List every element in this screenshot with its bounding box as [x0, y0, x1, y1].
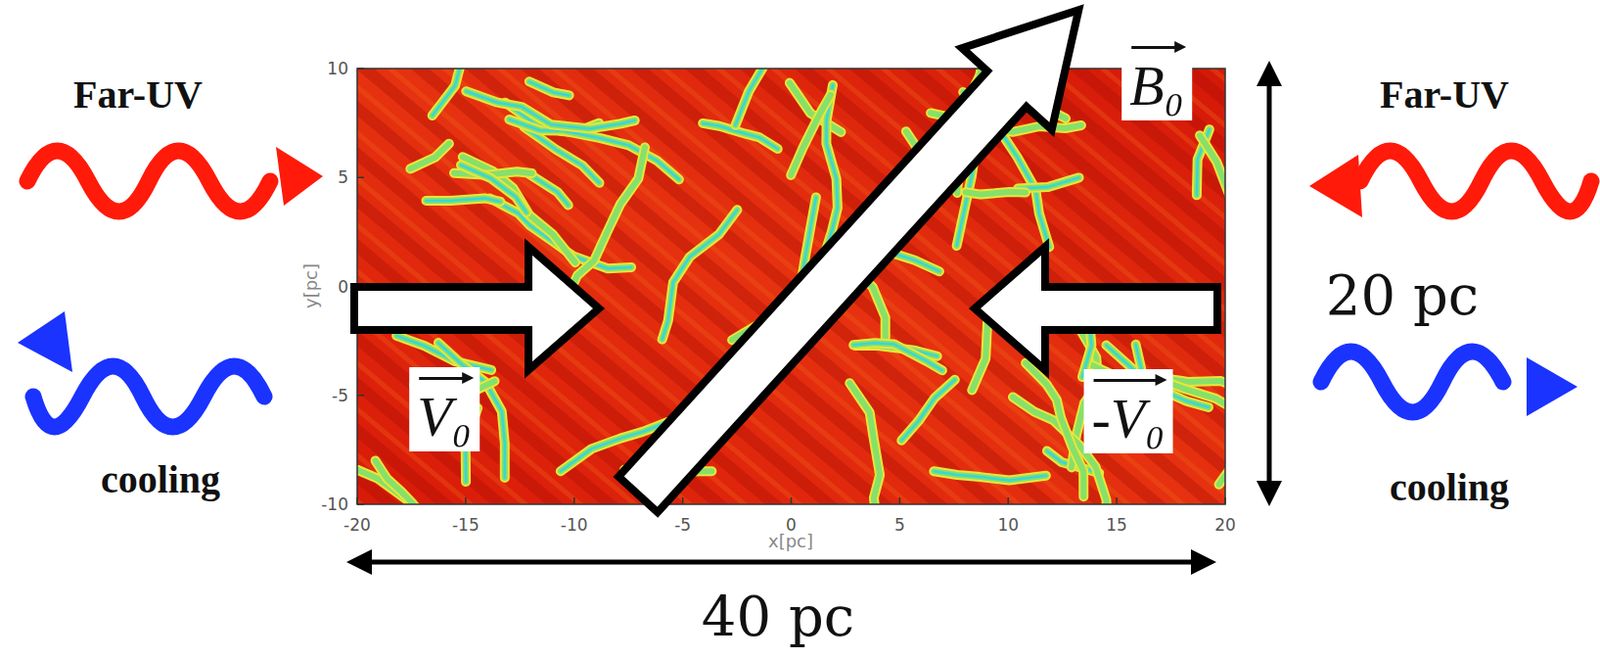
- source-label: Far-UV: [1379, 75, 1509, 115]
- dimension-label: 40 pc: [701, 589, 855, 644]
- tick-label: -5: [331, 386, 349, 404]
- tick-label: 20: [1214, 516, 1236, 534]
- vector-label: V₀: [409, 366, 480, 452]
- axis-title: y[pc]: [302, 263, 320, 309]
- tick-label: 15: [1105, 516, 1128, 534]
- tick-label: -15: [452, 516, 480, 534]
- tick-label: -10: [560, 516, 589, 534]
- process-label: cooling: [100, 459, 221, 500]
- tick-label: 0: [785, 516, 797, 534]
- vector-label: B₀: [1121, 36, 1192, 121]
- tick-label: -10: [320, 496, 349, 513]
- tick-label: -5: [674, 516, 691, 534]
- process-label: cooling: [1389, 467, 1509, 507]
- tick-label: 0: [337, 277, 349, 295]
- axis-title: x[pc]: [768, 532, 814, 550]
- tick-label: 10: [997, 516, 1019, 534]
- tick-label: 10: [326, 60, 349, 78]
- source-label: Far-UV: [73, 75, 203, 115]
- vector-label: -V₀: [1084, 368, 1174, 454]
- tick-label: 5: [894, 516, 906, 534]
- tick-label: 5: [337, 169, 349, 186]
- dimension-label: 20 pc: [1325, 268, 1479, 323]
- tick-label: -20: [343, 516, 371, 534]
